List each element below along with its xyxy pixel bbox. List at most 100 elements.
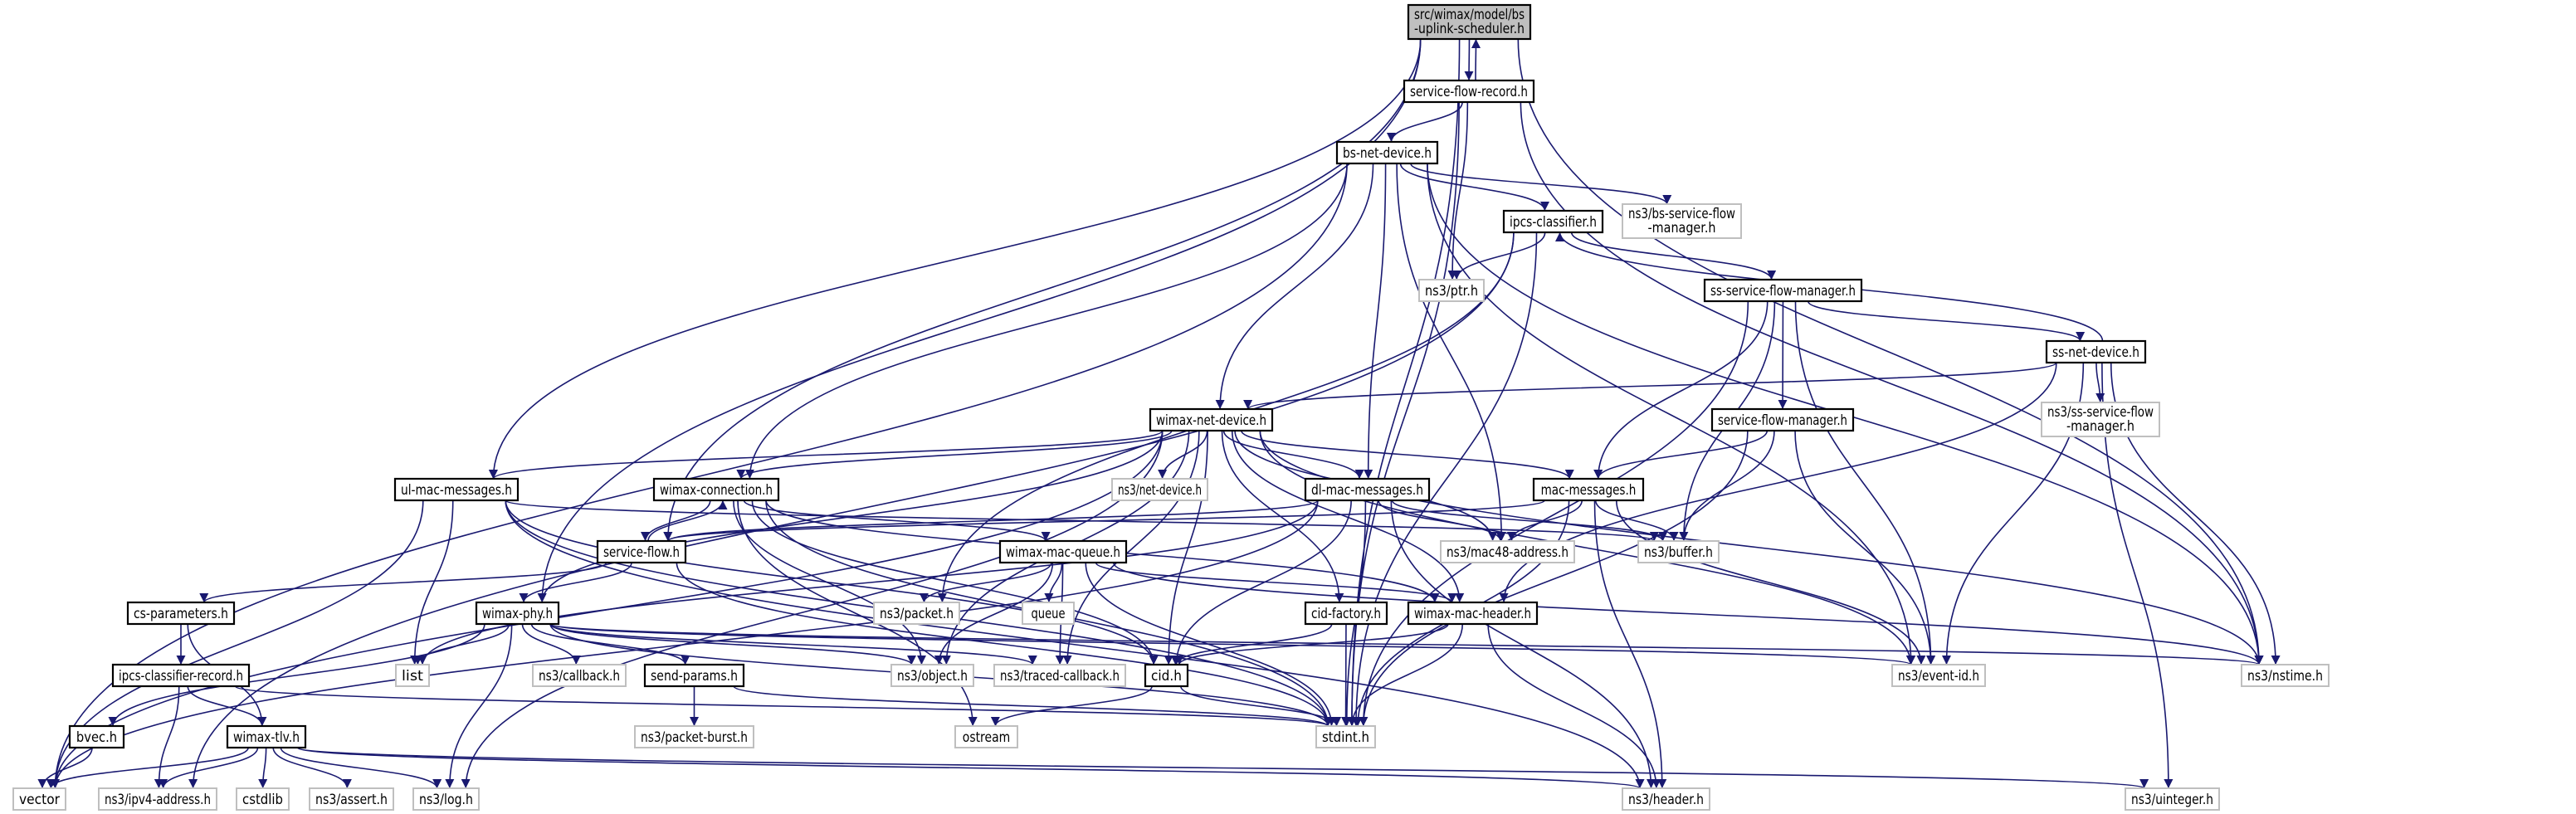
edge-sssfm-to-ssnd [1807, 300, 2085, 342]
node-wmq[interactable]: wimax-mac-queue.h [998, 539, 1128, 564]
edge-sssfm-to-macm [1593, 300, 1769, 480]
node-box [412, 787, 480, 811]
node-sendp[interactable]: send-params.h [643, 663, 745, 688]
node-box [1403, 79, 1535, 104]
node-label: cid.h [1151, 668, 1182, 685]
node-box [309, 787, 394, 811]
node-assert: ns3/assert.h [309, 787, 394, 811]
node-label: cs-parameters.h [134, 606, 228, 622]
nodes-layer: src/wimax/model/bs-uplink-scheduler.h ser… [12, 3, 2330, 811]
edge-wphy-to-traced [549, 623, 1037, 665]
edge-bsnd-to-bssfm [1410, 163, 1672, 205]
node-wconn[interactable]: wimax-connection.h [652, 477, 780, 502]
node-box [68, 724, 125, 749]
edge-wphy-to-nstime [549, 623, 2263, 665]
node-cstdlib: cstdlib [236, 787, 290, 811]
node-top[interactable]: src/wimax/model/bs-uplink-scheduler.h [1407, 3, 1532, 41]
node-dlmm[interactable]: dl-mac-messages.h [1304, 477, 1431, 502]
node-box [1111, 478, 1208, 501]
node-header: ns3/header.h [1622, 787, 1710, 811]
node-label: cid-factory.h [1311, 606, 1381, 622]
node-sfr[interactable]: service-flow-record.h [1403, 79, 1535, 104]
node-label: ns3/ptr.h [1425, 283, 1478, 300]
node-list: list [395, 664, 430, 687]
node-bvec[interactable]: bvec.h [68, 724, 125, 749]
node-box [111, 663, 251, 688]
edge-ipcs-to-stdint [1351, 232, 1538, 727]
node-ulmm[interactable]: ul-mac-messages.h [393, 477, 520, 502]
node-sf[interactable]: service-flow.h [596, 539, 687, 564]
node-box [126, 601, 236, 626]
node-packet: ns3/packet.h [873, 602, 960, 625]
node-label: ns3/mac48-address.h [1447, 544, 1569, 561]
edge-dlmm-to-sf [663, 500, 1319, 542]
node-cid[interactable]: cid.h [1144, 663, 1189, 688]
edge-wnd-to-nstime [1259, 430, 2264, 665]
edge-wmh-to-cid [1174, 623, 1449, 665]
edge-sfm-to-macm [1593, 430, 1769, 480]
node-label: ns3/assert.h [315, 792, 388, 808]
edge-dlmm-to-header [1390, 500, 1656, 789]
edge-bsnd-to-wnd [1215, 163, 1374, 410]
edge-ipcsr-to-ipv4 [154, 685, 180, 789]
node-label: ns3/log.h [419, 792, 473, 808]
edge-wmh-to-header [1487, 623, 1661, 789]
edge-wnd-to-wmh [1231, 430, 1465, 603]
edge-ipcsr-to-stdint [234, 685, 1333, 727]
node-box [1407, 3, 1532, 41]
node-eventid: ns3/event-id.h [1891, 664, 1986, 687]
edge-dlmm-to-vector [50, 500, 1319, 789]
node-ssnd[interactable]: ss-net-device.h [2045, 339, 2147, 364]
node-label: list [402, 668, 423, 685]
node-callback: ns3/callback.h [532, 664, 627, 687]
node-box [1304, 601, 1388, 626]
node-label: stdint.h [1322, 729, 1369, 746]
node-box [652, 477, 780, 502]
node-box [634, 725, 754, 748]
node-ipcsr[interactable]: ipcs-classifier-record.h [111, 663, 251, 688]
edge-top-to-nstime [1517, 38, 2264, 665]
node-sssfm[interactable]: ss-service-flow-manager.h [1703, 278, 1863, 303]
node-log: ns3/log.h [412, 787, 480, 811]
edge-macm-to-mac48 [1506, 500, 1583, 542]
node-box [954, 725, 1018, 748]
node-wphy[interactable]: wimax-phy.h [475, 601, 560, 626]
edge-wphy-to-list [412, 623, 510, 665]
node-wtlv[interactable]: wimax-tlv.h [226, 724, 307, 749]
node-macm[interactable]: mac-messages.h [1532, 477, 1645, 502]
node-label: ns3/traced-callback.h [1000, 668, 1120, 685]
node-box [1304, 477, 1431, 502]
edge-cid-to-stdint [1179, 685, 1342, 727]
node-box [643, 663, 745, 688]
edge-wmq-to-queue [1044, 562, 1063, 603]
node-label: src/wimax/model/bs [1414, 7, 1525, 23]
edge-ulmm-to-cid [505, 500, 1159, 665]
node-box [1022, 602, 1075, 625]
edge-ipcsr-to-wtlv [187, 685, 267, 727]
node-cidf[interactable]: cid-factory.h [1304, 601, 1388, 626]
node-ipcs[interactable]: ipcs-classifier.h [1502, 209, 1604, 234]
node-label: ipcs-classifier.h [1510, 214, 1597, 231]
node-box [395, 664, 430, 687]
node-box [1335, 140, 1439, 165]
node-pburst: ns3/packet-burst.h [634, 725, 754, 748]
edge-wtlv-to-uint [296, 747, 2149, 789]
node-nssfm: ns3/ss-service-flow-manager.h [2041, 402, 2160, 437]
node-sfm[interactable]: service-flow-manager.h [1710, 407, 1855, 432]
node-box [2241, 664, 2330, 687]
edge-wmq-to-nstime [1113, 562, 2264, 665]
node-csp[interactable]: cs-parameters.h [126, 601, 236, 626]
node-label: queue [1032, 606, 1066, 622]
edge-bsnd-to-dlmm [1364, 163, 1387, 480]
node-box [98, 787, 217, 811]
node-box [1502, 209, 1604, 234]
node-box [993, 664, 1126, 687]
edge-ssnd-to-wnd [1243, 362, 2057, 410]
node-label: service-flow-manager.h [1718, 412, 1847, 429]
node-bsnd[interactable]: bs-net-device.h [1335, 140, 1439, 165]
node-box [1440, 540, 1575, 563]
node-wmh[interactable]: wimax-mac-header.h [1407, 601, 1539, 626]
edge-sfm-to-stdint [1359, 430, 1749, 727]
node-box [475, 601, 560, 626]
node-wnd[interactable]: wimax-net-device.h [1149, 407, 1274, 432]
